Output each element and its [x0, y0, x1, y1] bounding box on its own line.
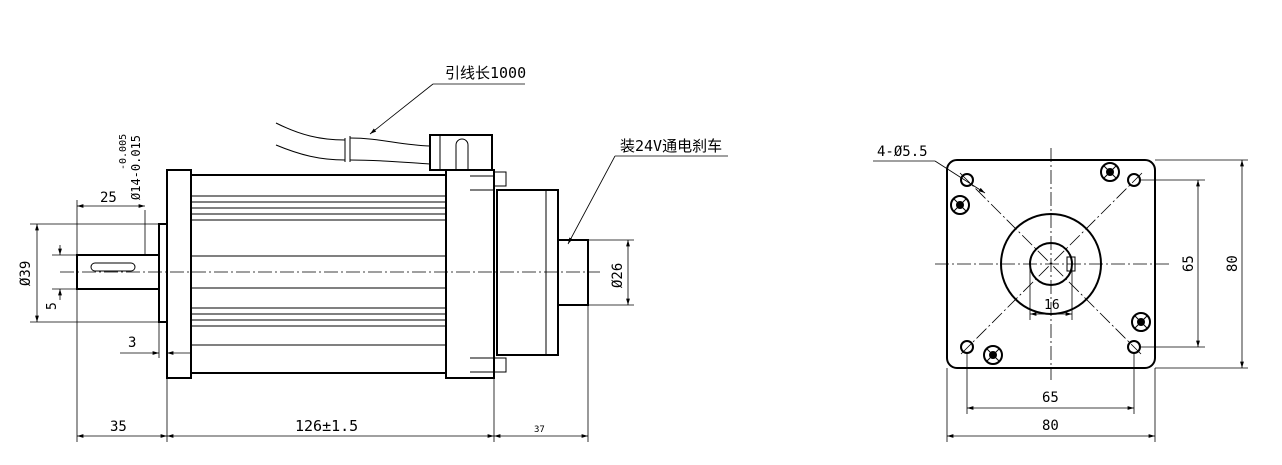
dim-pilot-diameter-label: Ø39 — [18, 261, 34, 286]
brake-callout: 装24V通电刹车 — [567, 137, 728, 245]
dim-pilot-height: 3 — [120, 322, 190, 358]
mount-holes-label: 4-Ø5.5 — [877, 144, 928, 160]
motor-body — [190, 174, 447, 374]
mount-hole — [960, 173, 974, 187]
dim-brake-diameter-label: Ø26 — [610, 263, 626, 288]
mount-holes-callout: 4-Ø5.5 — [873, 144, 986, 194]
dim-shaft-length-label: 25 — [100, 190, 117, 206]
screw-icon — [983, 345, 1003, 365]
mount-hole — [1127, 173, 1141, 187]
dim-brake-diameter: Ø26 — [588, 239, 634, 306]
dim-pilot-height-label: 3 — [128, 335, 136, 351]
screw-icon — [1100, 162, 1120, 182]
dim-bolt-circle-v-label: 65 — [1181, 255, 1197, 272]
dim-bolt-circle-v: 65 — [1140, 179, 1205, 348]
dim-key-width-label: 16 — [1044, 298, 1060, 313]
end-view: 4-Ø5.5 16 65 80 65 — [873, 144, 1248, 442]
front-flange — [166, 169, 192, 379]
dim-body-length-label: 126±1.5 — [295, 417, 358, 435]
dim-key-offset-label: 5 — [45, 302, 60, 310]
cable-gland — [429, 134, 493, 171]
screw-icon — [1131, 312, 1151, 332]
shaft-tolerance-upper: -0.005 — [118, 134, 129, 170]
dim-flange-h-label: 80 — [1042, 418, 1059, 434]
side-view: 引线长1000 装24V通电刹车 -0.005 Ø14-0.015 25 Ø39 — [18, 64, 728, 442]
dim-flange-v-label: 80 — [1225, 255, 1241, 272]
dim-shaft-extension-label: 35 — [110, 419, 127, 435]
shaft-tolerance-lower: Ø14-0.015 — [129, 135, 143, 200]
brake-housing — [496, 189, 589, 356]
dim-bolt-circle-h: 65 — [966, 353, 1135, 414]
dim-key-width: 16 — [1029, 264, 1073, 320]
dim-pilot-diameter: Ø39 — [18, 223, 159, 323]
dim-flange-v: 80 — [1155, 159, 1248, 369]
cable — [275, 122, 431, 165]
screw-icon — [950, 195, 970, 215]
cable-length-callout: 引线长1000 — [369, 64, 526, 135]
dim-key-offset: 5 — [45, 245, 77, 310]
dim-bolt-circle-h-label: 65 — [1042, 390, 1059, 406]
cable-length-label: 引线长1000 — [445, 64, 526, 82]
dim-brake-length-label: 37 — [534, 425, 545, 435]
end-keyway — [1066, 256, 1076, 272]
brake-label: 装24V通电刹车 — [620, 137, 722, 155]
end-diagonal-2 — [959, 172, 1143, 356]
pilot-boss — [158, 223, 168, 323]
screws — [950, 162, 1151, 365]
dim-flange-h: 80 — [946, 368, 1156, 442]
mount-hole — [960, 340, 974, 354]
dim-shaft-length: 25 — [76, 190, 145, 255]
dim-bottom-chain: 35 126±1.5 37 — [76, 289, 589, 442]
